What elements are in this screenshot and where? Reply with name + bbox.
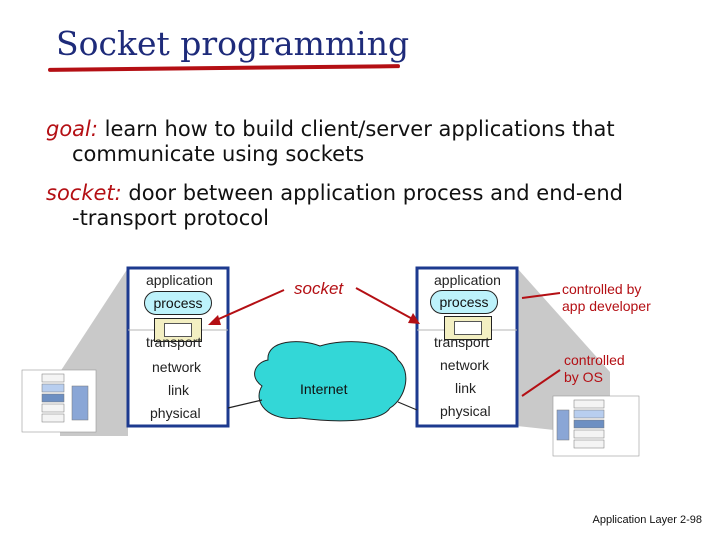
right-application-label: application (434, 272, 501, 288)
left-network-label: network (152, 359, 202, 375)
right-mini-stack (552, 395, 640, 457)
controlled-os-line-2: by OS (564, 369, 603, 385)
internet-label: Internet (300, 381, 348, 397)
socket-arrow-left-head (208, 315, 221, 325)
controlled-by-os-label: controlled by OS (564, 352, 625, 386)
app-bracket-line (521, 292, 561, 299)
left-mini-stack (21, 369, 97, 433)
right-process-label: process (439, 294, 489, 310)
goal-text: goal: learn how to build client/server a… (46, 117, 615, 167)
socket-label: socket (294, 279, 344, 298)
socket-arrow-right-line (355, 287, 419, 323)
left-process-pill: process (144, 291, 212, 315)
left-process-label: process (153, 295, 203, 311)
goal-line-2: communicate using sockets (72, 142, 365, 166)
right-physical-label: physical (440, 403, 491, 419)
left-socket-icon (154, 318, 202, 342)
internet-cloud (254, 341, 407, 422)
left-link-line (227, 399, 263, 409)
os-bracket-line (521, 369, 561, 397)
left-link-label: link (168, 382, 190, 398)
controlled-by-app-label: controlled by app developer (562, 281, 651, 315)
controlled-app-line-2: app developer (562, 298, 651, 314)
right-network-label: network (440, 357, 490, 373)
socket-def-line-1: door between application process and end… (121, 181, 623, 205)
left-physical-label: physical (150, 405, 201, 421)
footer-page-label: Application Layer 2-98 (592, 514, 702, 526)
controlled-os-line-1: controlled (564, 352, 625, 368)
right-transport-label: transport (434, 334, 490, 350)
left-application-label: application (146, 272, 213, 288)
right-link-line (397, 401, 418, 411)
right-link-label: link (455, 380, 477, 396)
right-socket-icon (444, 316, 492, 340)
controlled-app-line-1: controlled by (562, 281, 642, 297)
slide-title: Socket programming (56, 24, 410, 63)
right-host-shadow (517, 268, 610, 436)
socket-term: socket: (46, 181, 122, 205)
socket-def-line-2: -transport protocol (72, 206, 269, 230)
socket-definition-text: socket: door between application process… (46, 181, 623, 231)
socket-arrow-left-line (211, 289, 285, 323)
goal-term: goal: (46, 117, 98, 141)
goal-line-1: learn how to build client/server applica… (97, 117, 615, 141)
left-transport-label: transport (146, 334, 202, 350)
right-process-pill: process (430, 290, 498, 314)
socket-arrow-right-head (408, 313, 420, 324)
